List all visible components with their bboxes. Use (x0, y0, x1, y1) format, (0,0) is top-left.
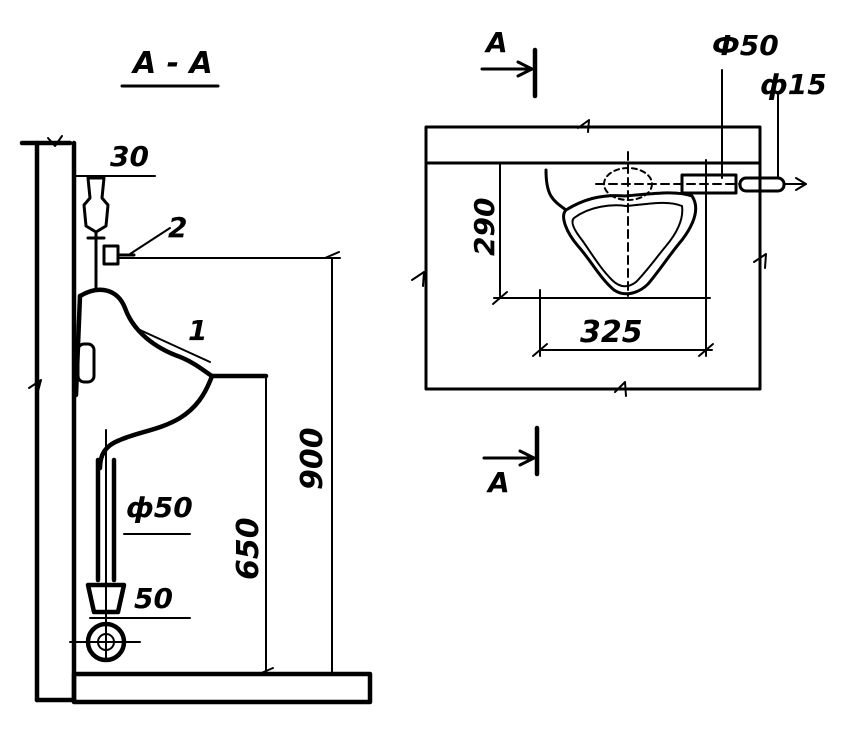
floor-slab (71, 671, 373, 705)
plan-depth-label: 290 (468, 198, 501, 256)
wall (19, 135, 77, 703)
dimension-lines (73, 175, 341, 675)
plan-width-label: 325 (580, 315, 643, 350)
wall-offset-label: 30 (110, 140, 149, 173)
total-height-label: 900 (295, 427, 330, 490)
urinal-body (73, 287, 269, 471)
urinal-callout: 1 (188, 314, 207, 347)
plan-pipe-large-label: Ф50 (712, 29, 779, 62)
section-title: А - А (131, 46, 213, 81)
plan-dimension-lines (492, 159, 714, 357)
supply-valve (82, 176, 136, 292)
plan-view: А А (411, 26, 827, 499)
trap-offset-label: 50 (134, 582, 173, 615)
plan-pipes (680, 69, 807, 195)
valve-callout: 2 (168, 211, 187, 244)
plan-wall (411, 119, 767, 397)
rim-height-label: 650 (231, 517, 266, 580)
drain-pipe-label: ф50 (126, 491, 193, 524)
plan-pipe-small-label: ф15 (760, 68, 827, 101)
section-marker-top-label: А (484, 26, 508, 59)
section-marker-bottom-label: А (486, 466, 510, 499)
section-marker-top: А (480, 26, 538, 99)
drain-trap (69, 429, 141, 663)
section-view: А - А (19, 46, 373, 705)
section-marker-bottom: А (482, 425, 540, 499)
plan-bowl (544, 151, 741, 297)
